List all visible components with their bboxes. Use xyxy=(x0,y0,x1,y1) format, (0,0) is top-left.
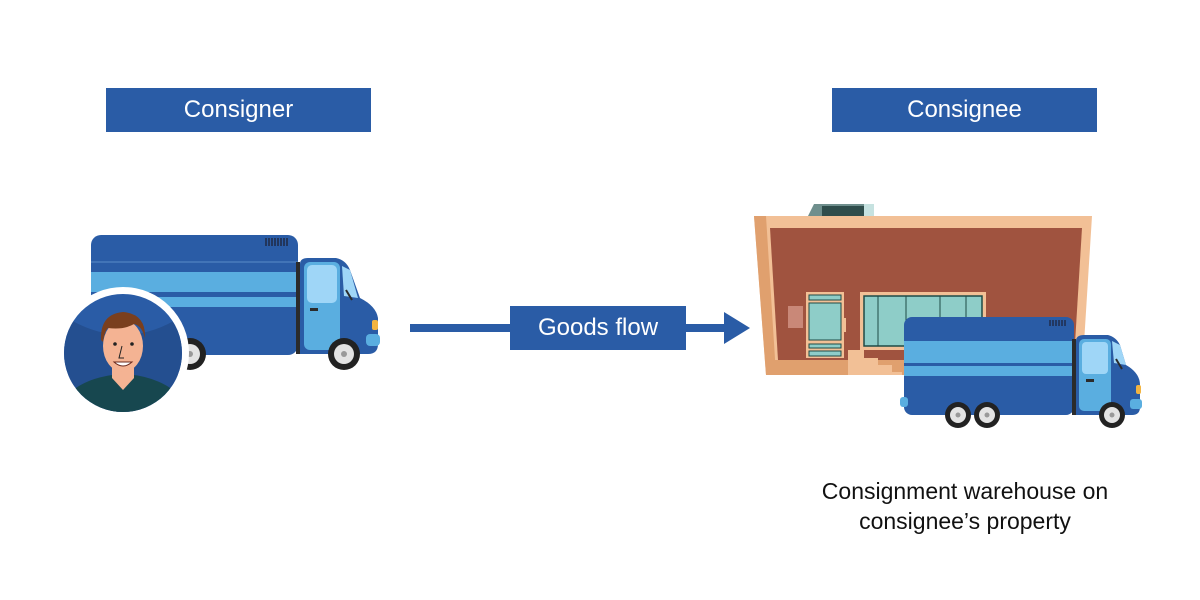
caption-line-1: Consignment warehouse on xyxy=(821,478,1109,504)
goods-flow-label: Goods flow xyxy=(510,306,686,350)
consignee-label-text: Consignee xyxy=(907,96,1022,123)
consigner-label: Consigner xyxy=(106,88,371,132)
consigner-label-text: Consigner xyxy=(183,96,294,123)
consignee-label: Consignee xyxy=(832,88,1097,132)
caption-line-2: consignee’s property xyxy=(859,508,1071,534)
consigner-person-avatar-icon xyxy=(57,287,189,419)
flow-arrow-line-left xyxy=(410,324,510,332)
warehouse-caption: Consignment warehouse on consignee’s pro… xyxy=(780,476,1150,536)
right-arrow-icon xyxy=(724,312,750,344)
flow-arrow-line-right xyxy=(686,324,726,332)
goods-flow-label-text: Goods flow xyxy=(537,314,659,341)
consignee-truck-icon xyxy=(900,317,1142,428)
